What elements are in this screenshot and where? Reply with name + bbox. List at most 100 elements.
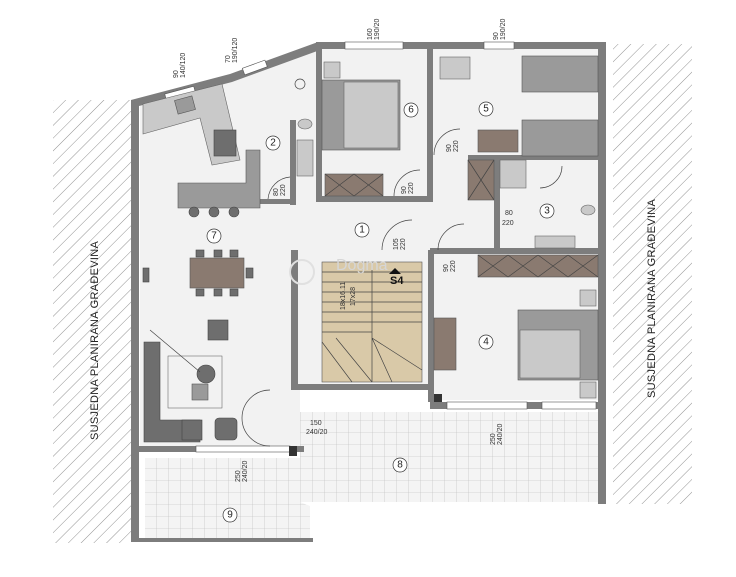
- room-marker-6[interactable]: 6: [403, 102, 419, 118]
- stair-steps: 17x28: [350, 287, 357, 306]
- svg-text:220: 220: [453, 140, 460, 152]
- svg-text:90: 90: [446, 144, 453, 152]
- room-marker-4[interactable]: 4: [478, 334, 494, 350]
- room-marker-9[interactable]: 9: [222, 507, 238, 523]
- watermark-logo: [289, 259, 315, 285]
- wardrobe-x: [324, 173, 384, 197]
- nightstand: [579, 381, 597, 399]
- wall-stair-south: [291, 384, 434, 390]
- svg-text:160: 160: [367, 28, 374, 40]
- svg-text:5: 5: [483, 104, 489, 115]
- shower-head: [294, 78, 306, 90]
- coffee-table: [191, 383, 209, 401]
- bar-stool: [228, 206, 240, 218]
- svg-text:2: 2: [270, 138, 276, 149]
- wardrobe-x: [477, 254, 599, 278]
- bar-stool: [188, 206, 200, 218]
- bar-stool: [208, 206, 220, 218]
- wall-stair-east: [428, 250, 434, 402]
- room-marker-3[interactable]: 3: [539, 203, 555, 219]
- window-south-room4: [446, 401, 528, 410]
- svg-text:105: 105: [393, 238, 400, 250]
- wall-corridor-north: [316, 196, 433, 202]
- window-top-d: [483, 41, 515, 50]
- door-room2: [267, 176, 291, 200]
- wall-north: [316, 42, 606, 49]
- stair-size: 18x16.11: [340, 282, 347, 310]
- wardrobe-room4: [477, 254, 599, 278]
- desk-room5: [477, 129, 519, 153]
- room-marker-7[interactable]: 7: [206, 228, 222, 244]
- svg-text:7: 7: [211, 231, 217, 242]
- wall-north-angled: [131, 42, 320, 106]
- terrace-8: [300, 412, 598, 502]
- door-room6: [393, 169, 421, 197]
- nightstand: [579, 289, 597, 307]
- svg-text:250: 250: [235, 470, 242, 482]
- svg-text:4: 4: [483, 337, 489, 348]
- shower-tray: [499, 159, 527, 189]
- room-marker-5[interactable]: 5: [478, 101, 494, 117]
- svg-text:90: 90: [401, 186, 408, 194]
- svg-text:220: 220: [400, 238, 407, 250]
- stair-label: S4: [390, 275, 404, 287]
- armchair-2: [181, 419, 203, 441]
- room-marker-8[interactable]: 8: [392, 457, 408, 473]
- window-top-b: [241, 59, 268, 76]
- column: [289, 446, 297, 456]
- svg-text:140/120: 140/120: [180, 53, 187, 78]
- bath3-toilet: [580, 204, 596, 216]
- svg-text:240/20: 240/20: [242, 460, 249, 482]
- neighbour-zone-right: [613, 44, 692, 504]
- cooktop: [213, 129, 237, 157]
- wall-west: [131, 100, 139, 542]
- wall-east: [598, 44, 606, 504]
- neighbour-zone-left: [53, 100, 131, 543]
- bed-room5-a: [521, 55, 599, 93]
- dining-chair: [213, 288, 223, 297]
- bath3-vanity: [534, 235, 576, 249]
- nightstand: [323, 61, 341, 79]
- room-marker-2[interactable]: 2: [265, 135, 281, 151]
- svg-text:1: 1: [359, 225, 365, 236]
- terrace-9: [145, 458, 310, 540]
- column: [434, 394, 442, 402]
- tv-unit: [142, 267, 150, 283]
- wall-room5-south: [468, 155, 605, 160]
- door-room5: [433, 128, 461, 156]
- svg-text:90: 90: [443, 264, 450, 272]
- svg-text:190/20: 190/20: [500, 18, 507, 40]
- wall-stair-west: [291, 250, 298, 390]
- window-south-room4-b: [541, 401, 597, 410]
- kitchen-sink: [174, 95, 196, 115]
- bath2-toilet: [297, 118, 313, 130]
- dining-chair: [245, 267, 254, 279]
- wardrobe-x: [467, 159, 495, 201]
- svg-text:90: 90: [493, 32, 500, 40]
- kitchen-island: [177, 149, 261, 209]
- stair-arrow: [389, 268, 401, 274]
- svg-text:9: 9: [227, 510, 233, 521]
- wall-bath2-south: [260, 199, 296, 204]
- stair-treads: [321, 262, 423, 383]
- neighbour-label-left: SUSJEDNA PLANIRANA GRAĐEVINA: [89, 241, 101, 440]
- wall-bath3-west: [494, 155, 500, 250]
- room-marker-1[interactable]: 1: [354, 222, 370, 238]
- svg-text:240/20: 240/20: [497, 423, 504, 445]
- svg-text:190/20: 190/20: [374, 18, 381, 40]
- svg-text:6: 6: [408, 105, 414, 116]
- side-table: [196, 364, 216, 384]
- svg-text:220: 220: [502, 220, 514, 227]
- wall-bath2-east: [290, 120, 296, 205]
- bed-room6-sheet: [343, 81, 399, 149]
- chair-room5: [439, 56, 471, 80]
